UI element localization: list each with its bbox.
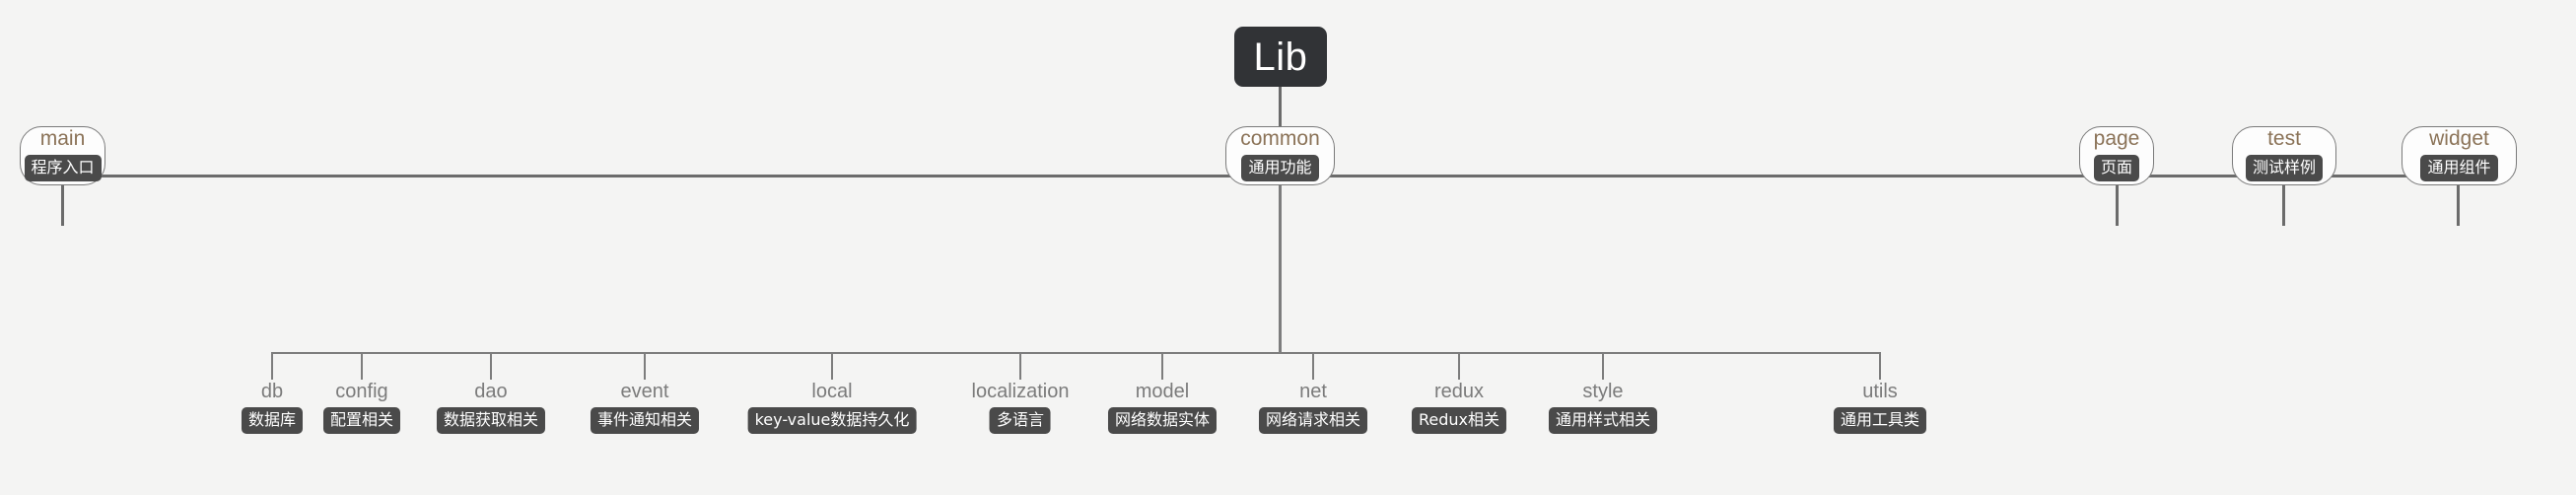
edge-drop-test xyxy=(2282,175,2285,226)
node-leaf-db-badge: 数据库 xyxy=(241,407,304,434)
node-leaf-net[interactable]: net 网络请求相关 xyxy=(1258,381,1368,434)
node-branch-common[interactable]: common 通用功能 xyxy=(1225,126,1335,185)
node-branch-test-badge: 测试样例 xyxy=(2245,154,2323,181)
node-branch-widget-label: widget xyxy=(2429,127,2489,151)
edge-drop-utils xyxy=(1879,352,1881,380)
edge-drop-dao xyxy=(490,352,492,380)
node-leaf-localization[interactable]: localization 多语言 xyxy=(971,381,1070,434)
edge-drop-local xyxy=(831,352,833,380)
node-branch-main[interactable]: main 程序入口 xyxy=(20,126,105,185)
node-leaf-model-label: model xyxy=(1135,381,1190,402)
node-branch-widget-badge: 通用组件 xyxy=(2420,154,2498,181)
edge-drop-event xyxy=(644,352,646,380)
node-branch-main-label: main xyxy=(39,127,86,151)
node-leaf-style[interactable]: style 通用样式相关 xyxy=(1548,381,1658,434)
node-leaf-event[interactable]: event 事件通知相关 xyxy=(590,381,700,434)
edge-drop-redux xyxy=(1458,352,1460,380)
node-leaf-config-label: config xyxy=(335,381,388,402)
node-leaf-event-badge: 事件通知相关 xyxy=(590,407,700,434)
edge-common-stem xyxy=(1279,185,1282,353)
node-branch-page-label: page xyxy=(2093,127,2140,151)
node-leaf-localization-badge: 多语言 xyxy=(989,407,1052,434)
node-leaf-net-label: net xyxy=(1299,381,1327,402)
node-leaf-local[interactable]: local key-value数据持久化 xyxy=(747,381,917,434)
node-branch-common-label: common xyxy=(1240,127,1320,151)
node-leaf-net-badge: 网络请求相关 xyxy=(1258,407,1368,434)
edge-drop-model xyxy=(1161,352,1163,380)
node-leaf-config[interactable]: config 配置相关 xyxy=(322,381,401,434)
edge-drop-main xyxy=(61,175,64,226)
node-branch-common-badge: 通用功能 xyxy=(1241,154,1319,181)
node-leaf-localization-label: localization xyxy=(971,381,1070,402)
node-branch-main-badge: 程序入口 xyxy=(24,154,102,181)
node-leaf-utils-badge: 通用工具类 xyxy=(1833,407,1927,434)
node-leaf-redux[interactable]: redux Redux相关 xyxy=(1411,381,1507,434)
node-leaf-dao-badge: 数据获取相关 xyxy=(436,407,546,434)
node-leaf-event-label: event xyxy=(620,381,669,402)
edge-drop-style xyxy=(1602,352,1604,380)
node-leaf-dao[interactable]: dao 数据获取相关 xyxy=(436,381,546,434)
node-leaf-db-label: db xyxy=(260,381,284,402)
edge-drop-widget xyxy=(2457,175,2460,226)
edge-drop-net xyxy=(1312,352,1314,380)
node-leaf-db[interactable]: db 数据库 xyxy=(241,381,304,434)
node-branch-page[interactable]: page 页面 xyxy=(2079,126,2154,185)
edge-level2-bus xyxy=(271,352,1881,354)
node-root-lib[interactable]: Lib xyxy=(1234,27,1327,87)
node-branch-page-badge: 页面 xyxy=(2093,154,2139,181)
node-leaf-model-badge: 网络数据实体 xyxy=(1107,407,1218,434)
node-leaf-dao-label: dao xyxy=(474,381,508,402)
node-leaf-config-badge: 配置相关 xyxy=(322,407,401,434)
node-leaf-model[interactable]: model 网络数据实体 xyxy=(1107,381,1218,434)
node-leaf-utils-label: utils xyxy=(1862,381,1898,402)
edge-drop-config xyxy=(361,352,363,380)
edge-drop-page xyxy=(2116,175,2119,226)
node-leaf-utils[interactable]: utils 通用工具类 xyxy=(1833,381,1927,434)
node-leaf-local-badge: key-value数据持久化 xyxy=(747,407,917,434)
node-leaf-style-badge: 通用样式相关 xyxy=(1548,407,1658,434)
node-leaf-redux-badge: Redux相关 xyxy=(1411,407,1507,434)
node-branch-test-label: test xyxy=(2267,127,2301,151)
node-leaf-style-label: style xyxy=(1582,381,1624,402)
node-root-label: Lib xyxy=(1253,35,1308,79)
edge-drop-db xyxy=(271,352,273,380)
node-branch-test[interactable]: test 测试样例 xyxy=(2232,126,2336,185)
node-leaf-local-label: local xyxy=(811,381,853,402)
node-branch-widget[interactable]: widget 通用组件 xyxy=(2402,126,2517,185)
node-leaf-redux-label: redux xyxy=(1433,381,1485,402)
edge-drop-localization xyxy=(1019,352,1021,380)
